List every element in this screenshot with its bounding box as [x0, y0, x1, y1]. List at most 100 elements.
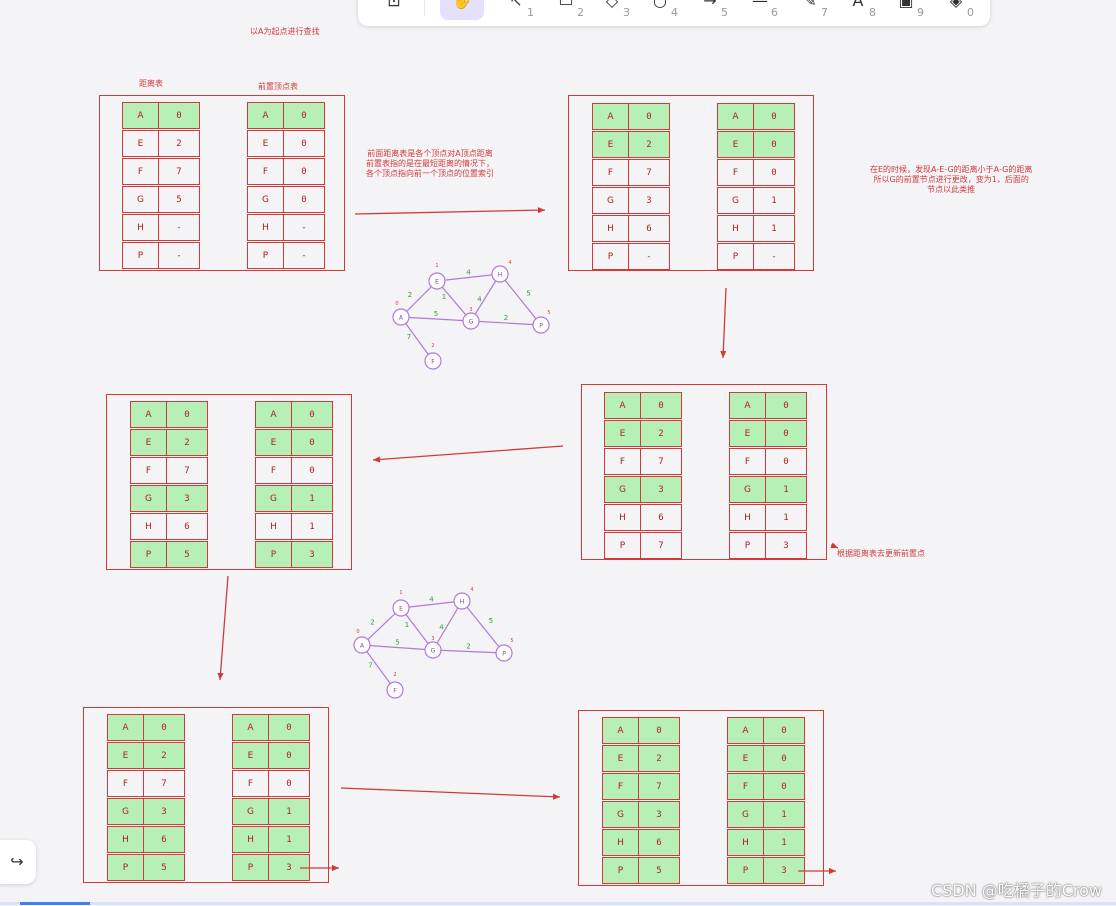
distance-cell: 0 [629, 103, 670, 130]
edge-weight-label: 2 [370, 619, 374, 627]
edge-weight-label: 1 [442, 293, 446, 301]
node-index-label: 5 [547, 310, 550, 316]
node-label: A [399, 315, 404, 322]
table-row: H- [122, 214, 200, 241]
text-icon: A [852, 0, 864, 10]
vertex-cell: H [122, 214, 159, 241]
graph-node [392, 599, 410, 617]
line-tool-button[interactable]: —6 [738, 0, 782, 20]
undo-button[interactable]: ↪ [0, 840, 36, 884]
panel-frame-2 [568, 95, 814, 271]
scroll-thumb[interactable] [20, 902, 90, 905]
distance-cell: 6 [641, 504, 682, 531]
vertex-cell: A [729, 392, 766, 419]
panel-frame-5 [83, 707, 329, 883]
pointer-tool-button[interactable]: ↖1 [494, 0, 538, 20]
toolbar-divider [424, 0, 425, 16]
node-label: H [460, 599, 465, 606]
line-icon: — [752, 0, 768, 10]
lock-tool-button[interactable]: ⊡ [372, 0, 416, 20]
distance-cell: 2 [641, 420, 682, 447]
node-index-label: 5 [510, 638, 513, 644]
node-index-label: 3 [469, 307, 472, 313]
node-index-label: 4 [508, 260, 511, 266]
node-index-label: 1 [399, 590, 402, 596]
vertex-cell: G [122, 186, 159, 213]
vertex-cell: G [717, 187, 754, 214]
graph-edge [436, 280, 472, 322]
panel-frame-3 [581, 384, 827, 560]
prev-index-cell: 1 [754, 215, 795, 242]
vertex-cell: F [130, 457, 167, 484]
vertex-cell: E [729, 420, 766, 447]
node-label: A [360, 643, 365, 650]
vertex-cell: G [729, 476, 766, 503]
graph-node [424, 352, 442, 370]
prev-index-cell: 1 [764, 801, 805, 828]
vertex-cell: F [727, 773, 764, 800]
graph-edge [432, 649, 505, 654]
distance-table-label: 距离表 [139, 79, 163, 88]
tool-shortcut-number: 0 [967, 6, 974, 19]
graph-edge [470, 273, 501, 322]
table-row: P- [717, 243, 795, 270]
arrow-tool-button[interactable]: →5 [688, 0, 732, 20]
prev-index-cell: 0 [284, 186, 325, 213]
lock-icon: ⊡ [387, 0, 401, 10]
rectangle-tool-button[interactable]: ▭2 [544, 0, 588, 20]
diamond-tool-button[interactable]: ◇3 [590, 0, 634, 20]
distance-cell: - [159, 214, 200, 241]
hand-tool-button[interactable]: ✋ [440, 0, 484, 20]
prev-index-cell: 0 [764, 773, 805, 800]
image-tool-button[interactable]: ▣9 [884, 0, 928, 20]
prev-index-cell: 1 [292, 513, 333, 540]
prev-index-cell: 1 [764, 829, 805, 856]
graph-edge [361, 644, 396, 691]
tool-shortcut-number: 5 [721, 6, 728, 19]
panel-frame-1 [99, 95, 345, 271]
distance-cell: 7 [629, 159, 670, 186]
node-label: E [435, 279, 439, 286]
eraser-tool-button[interactable]: ◈0 [934, 0, 978, 20]
distance-cell: 6 [629, 215, 670, 242]
scroll-track [0, 902, 1116, 905]
node-index-label: 4 [470, 587, 473, 593]
pencil-tool-button[interactable]: ✎7 [788, 0, 832, 20]
edge-weight-label: 5 [526, 290, 530, 298]
update-g-note: 在E的时候，发现A-E-G的距离小于A-G的距离 所以G的前置节点进行更改，变为… [870, 165, 1033, 194]
ellipse-tool-button[interactable]: ○4 [638, 0, 682, 20]
vertex-cell: P [107, 854, 144, 881]
table-row: P- [247, 242, 325, 269]
prev-index-cell: 0 [284, 158, 325, 185]
edge-weight-label: 5 [489, 617, 493, 625]
graph-node [428, 272, 446, 290]
vertex-cell: E [122, 130, 159, 157]
distance-cell: 0 [167, 401, 208, 428]
vertex-cell: H [107, 826, 144, 853]
node-label: F [431, 359, 435, 366]
distance-cell: 2 [144, 742, 185, 769]
distance-cell: - [629, 243, 670, 270]
vertex-cell: A [717, 103, 754, 130]
vertex-cell: F [592, 159, 629, 186]
edge-weight-label: 4 [466, 269, 471, 277]
vertex-cell: G [727, 801, 764, 828]
vertex-cell: H [232, 826, 269, 853]
